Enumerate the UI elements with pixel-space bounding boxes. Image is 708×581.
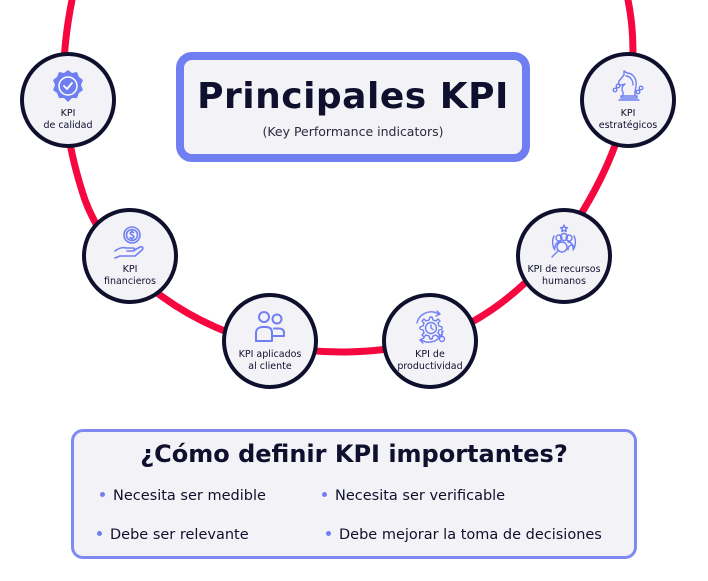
node-kpi-productividad: KPI de productividad <box>382 293 478 389</box>
people-search-icon <box>546 224 582 260</box>
quality-badge-check-icon <box>50 68 86 104</box>
node-label-line2: financieros <box>103 276 156 287</box>
gear-clock-icon <box>412 309 448 345</box>
bullet-dot-icon <box>97 530 102 536</box>
title-card: Principales KPI (Key Performance indicat… <box>176 52 530 162</box>
node-label: KPI aplicados al cliente <box>235 349 306 373</box>
node-label: KPI financieros <box>100 264 160 288</box>
node-label-line1: KPI de <box>415 349 445 360</box>
node-kpi-calidad: KPI de calidad <box>20 52 116 148</box>
bullet-dot-icon <box>322 491 327 497</box>
how-to-define-kpi-card: ¿Cómo definir KPI importantes? Necesita … <box>71 429 637 559</box>
node-label-line2: al cliente <box>248 361 292 372</box>
bullet-item: Necesita ser medible <box>100 488 266 504</box>
node-label-line1: KPI de recursos <box>527 264 601 275</box>
node-label: KPI de recursos humanos <box>523 264 604 288</box>
node-kpi-financieros: KPI financieros <box>82 208 178 304</box>
node-label-line1: KPI <box>122 264 138 275</box>
bullet-item: Necesita ser verificable <box>322 488 505 504</box>
bullet-dot-icon <box>100 491 105 497</box>
node-label-line2: de calidad <box>43 120 93 131</box>
node-kpi-estrategicos: KPI estratégicos <box>580 52 676 148</box>
page-subtitle: (Key Performance indicators) <box>262 123 444 139</box>
users-icon <box>252 309 288 345</box>
bullet-text: Necesita ser verificable <box>335 488 506 504</box>
node-label-line1: KPI <box>620 108 636 119</box>
node-label: KPI de calidad <box>39 108 96 132</box>
node-label-line1: KPI <box>60 108 76 119</box>
node-kpi-recursos-humanos: KPI de recursos humanos <box>516 208 612 304</box>
chess-knight-icon <box>610 68 646 104</box>
bullet-item: Debe ser relevante <box>97 527 249 543</box>
node-kpi-cliente: KPI aplicados al cliente <box>222 293 318 389</box>
bullet-dot-icon <box>326 530 331 536</box>
bullet-text: Debe ser relevante <box>110 527 249 543</box>
node-label-line2: estratégicos <box>598 120 658 131</box>
bullet-text: Debe mejorar la toma de decisiones <box>339 527 602 543</box>
node-label-line2: productividad <box>397 361 463 372</box>
node-label: KPI estratégicos <box>595 108 661 132</box>
node-label: KPI de productividad <box>393 349 466 373</box>
bullet-text: Necesita ser medible <box>113 488 266 504</box>
money-hand-icon <box>112 224 148 260</box>
node-label-line2: humanos <box>542 276 586 287</box>
card-heading: ¿Cómo definir KPI importantes? <box>140 440 568 468</box>
bullet-item: Debe mejorar la toma de decisiones <box>326 527 602 543</box>
page-title: Principales KPI <box>197 75 509 117</box>
node-label-line1: KPI aplicados <box>238 349 302 360</box>
